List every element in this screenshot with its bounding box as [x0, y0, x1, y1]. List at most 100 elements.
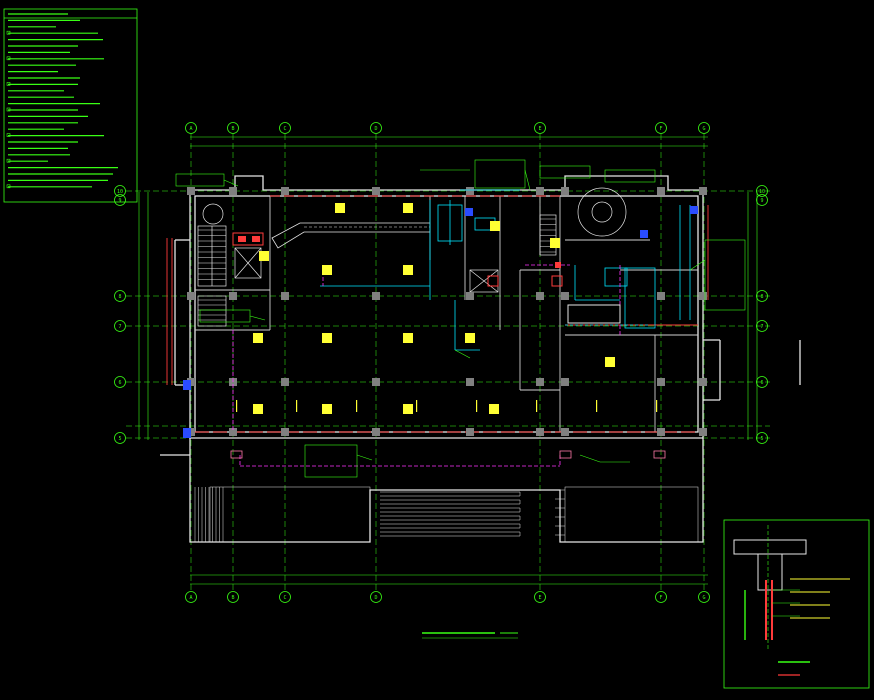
- axis-label: A: [189, 595, 192, 601]
- ceiling-unit: [605, 357, 615, 367]
- column: [281, 428, 289, 436]
- axis-label: D: [374, 595, 377, 601]
- column: [372, 187, 380, 195]
- axis-label: A: [189, 126, 192, 132]
- stair-treads: [198, 218, 556, 321]
- column: [281, 378, 289, 386]
- axis-bubble: A: [185, 591, 197, 603]
- axis-label: G: [702, 595, 705, 601]
- axis-bubble: D: [370, 122, 382, 134]
- drawing-title: [422, 632, 518, 639]
- ceiling-unit: [465, 333, 475, 343]
- axis-label: E: [538, 595, 541, 601]
- axis-bubble: 6: [114, 376, 126, 388]
- dashed-marker: [596, 400, 598, 412]
- column: [372, 428, 380, 436]
- note-mark: [6, 133, 11, 137]
- column: [657, 292, 665, 300]
- ceiling-unit: [322, 265, 332, 275]
- axis-bubble: B: [227, 122, 239, 134]
- dashed-marker: [356, 400, 358, 412]
- note-mark: [6, 30, 11, 35]
- axis-label: D: [374, 126, 377, 132]
- axis-bubble: 7: [756, 320, 768, 332]
- column: [466, 292, 474, 300]
- ceiling-units: [236, 203, 658, 414]
- column: [536, 428, 544, 436]
- dashed-marker: [476, 400, 478, 412]
- axis-bubble: 5: [114, 432, 126, 444]
- axis-label: 7: [118, 324, 121, 330]
- axis-bubble: F: [655, 591, 667, 603]
- axis-label: 7: [760, 324, 763, 330]
- ceiling-unit: [253, 404, 263, 414]
- axis-bubble: G: [698, 591, 710, 603]
- ceiling-unit: [322, 404, 332, 414]
- axis-bubble: E: [534, 122, 546, 134]
- dashed-marker: [236, 400, 238, 412]
- column: [699, 292, 707, 300]
- axis-label: 6: [760, 380, 763, 386]
- note-mark: [6, 82, 11, 86]
- dimension-lines: [138, 136, 758, 585]
- ceiling-unit: [253, 333, 263, 343]
- note-mark: [6, 56, 11, 61]
- axis-bubble: F: [655, 122, 667, 134]
- structural-columns: [187, 187, 707, 436]
- notes-panel: [3, 8, 138, 203]
- note-mark: [6, 158, 11, 163]
- section-detail: [723, 519, 870, 689]
- column: [372, 378, 380, 386]
- column: [699, 187, 707, 195]
- column: [466, 187, 474, 195]
- axis-label: F: [659, 595, 662, 601]
- ceiling-unit: [322, 333, 332, 343]
- axis-bubble: 8: [756, 290, 768, 302]
- column: [561, 378, 569, 386]
- column: [657, 428, 665, 436]
- note-mark: [6, 107, 11, 112]
- axis-bubble: 10: [756, 185, 768, 197]
- axis-label: 10: [759, 189, 765, 195]
- axis-bubble: 10: [114, 185, 126, 197]
- column: [187, 292, 195, 300]
- column: [281, 292, 289, 300]
- ceiling-unit: [550, 238, 560, 248]
- door-marks: [230, 450, 666, 459]
- column: [536, 292, 544, 300]
- axis-bubble: 9: [114, 194, 126, 206]
- dashed-marker: [416, 400, 418, 412]
- ceiling-unit: [403, 333, 413, 343]
- column: [699, 428, 707, 436]
- ramp-line: [380, 515, 521, 521]
- stairs: [197, 187, 627, 327]
- ramp-line: [380, 499, 521, 505]
- interior-walls: [195, 196, 698, 432]
- axis-bubble: D: [370, 591, 382, 603]
- axis-label: E: [538, 126, 541, 132]
- basement-hatch: [194, 486, 699, 543]
- ramp-line: [380, 531, 521, 537]
- axis-bubble: 9: [756, 194, 768, 206]
- axis-bubble: 6: [756, 376, 768, 388]
- axis-bubble: 7: [114, 320, 126, 332]
- ramp-line: [380, 491, 521, 497]
- column: [657, 378, 665, 386]
- axis-label: 8: [118, 294, 121, 300]
- column: [229, 187, 237, 195]
- ramp-line: [380, 523, 521, 529]
- axis-label: 6: [118, 380, 121, 386]
- column: [657, 187, 665, 195]
- column: [187, 187, 195, 195]
- column: [561, 187, 569, 195]
- wall-segments: [166, 195, 709, 433]
- note-mark: [6, 184, 11, 189]
- axis-label: 5: [760, 436, 763, 442]
- axis-bubble: C: [279, 591, 291, 603]
- axis-label: 5: [118, 436, 121, 442]
- ceiling-unit: [403, 265, 413, 275]
- axis-label: C: [283, 126, 286, 132]
- column: [372, 292, 380, 300]
